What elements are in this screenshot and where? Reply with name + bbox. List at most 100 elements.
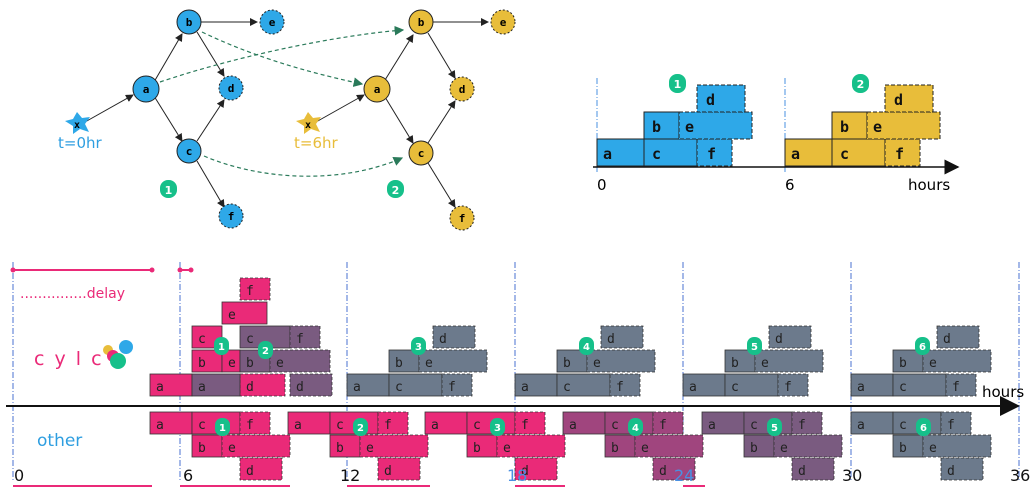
other-c4-e-label: e — [641, 441, 649, 456]
delay-label: ...............delay — [20, 286, 125, 302]
other-c1-c-label: c — [198, 418, 206, 433]
small-timeline: 0 6 hours a c f b e d 1 — [593, 74, 960, 194]
other-c2-b-label: b — [336, 441, 344, 456]
cylc-c3-a: a — [346, 373, 390, 397]
intercycle-edges — [159, 25, 405, 177]
small-badge-1-text: 1 — [674, 78, 682, 91]
cylc-c4-b-label: b — [563, 356, 571, 371]
other-c4-b-label: b — [611, 441, 619, 456]
cylc-c3-b-label: b — [395, 356, 403, 371]
graph1-node-e: e — [259, 9, 285, 35]
other-c1-d: d — [239, 457, 283, 481]
other-c6-e: e — [922, 434, 992, 458]
cylc-badge-3-text: 3 — [415, 342, 422, 353]
edge2-x-a — [315, 94, 365, 123]
graph2-node-d: d — [449, 76, 475, 102]
other-c1-b: b — [191, 434, 223, 458]
small-badge-1: 1 — [669, 74, 686, 93]
graph2-cycle-badge-text: 2 — [392, 184, 400, 197]
main-tick-18: 18 — [507, 466, 527, 485]
cylc-c1-e2-label: e — [228, 356, 236, 371]
other-badge-6-text: 6 — [920, 423, 927, 434]
other-c5-e: e — [773, 434, 843, 458]
cylc-logo-text: c y l c — [34, 348, 104, 370]
graph1-node-e-label: e — [269, 16, 276, 29]
cylc-badge-5-text: 5 — [751, 342, 758, 353]
small-c2-b — [831, 111, 868, 140]
other-c3-f-label: f — [521, 418, 529, 433]
other-c6-a: a — [850, 411, 894, 435]
other-c4-c-label: c — [611, 418, 619, 433]
other-c5-f: f — [791, 411, 823, 435]
cylc-c2-a: a — [191, 373, 241, 397]
cylc-c1-d: d — [239, 373, 286, 397]
cylc-c5-f-label: f — [784, 380, 792, 395]
cylc-c5-c: c — [724, 373, 779, 397]
other-badge-2: 2 — [353, 418, 368, 436]
other-c2-d: d — [377, 457, 421, 481]
graph2-node-e-label: e — [500, 16, 507, 29]
cylc-c4-f: f — [609, 373, 641, 397]
cylc-badge-6-text: 6 — [919, 342, 926, 353]
graph2-node-b-label: b — [418, 16, 425, 29]
cylc-c3-e: e — [418, 349, 488, 373]
cylc-c6-d: d — [936, 325, 980, 349]
cylc-c2-f-label: f — [296, 332, 304, 347]
graph2-node-c-label: c — [418, 147, 425, 160]
other-c3-c-label: c — [473, 418, 481, 433]
graph2-node-a: a — [363, 75, 391, 103]
cylc-badge-3: 3 — [411, 337, 426, 355]
graph1-node-d-label: d — [228, 82, 235, 95]
cylc-c6-f: f — [945, 373, 977, 397]
graph2-time-label: t=6hr — [294, 134, 339, 152]
other-c6-f: f — [940, 411, 972, 435]
cylc-c3-a-label: a — [353, 380, 361, 395]
other-c2-a-label: a — [294, 418, 302, 433]
other-c1-f-label: f — [246, 418, 254, 433]
cylc-c3-d-label: d — [439, 332, 447, 347]
cylc-c4-c: c — [556, 373, 611, 397]
graph-cycle-1: x t=0hr a b c d e f 1 — [58, 9, 405, 229]
cylc-c2-b-label: b — [246, 356, 254, 371]
small-badge-2-text: 2 — [857, 78, 865, 91]
main-tick-24: 24 — [674, 466, 694, 485]
cylc-c6-a-label: a — [857, 380, 865, 395]
main-tick-0: 0 — [14, 466, 24, 485]
other-c5-e-label: e — [780, 441, 788, 456]
cylc-logo-icon — [103, 340, 133, 369]
other-c4-d-label: d — [659, 464, 667, 479]
other-badge-5: 5 — [767, 418, 782, 436]
graph1-node-a: a — [132, 75, 160, 103]
main-tick-6: 6 — [183, 466, 193, 485]
small-c1-d-label: d — [706, 91, 715, 109]
other-c3-a: a — [424, 411, 468, 435]
other-c5-f-label: f — [798, 418, 806, 433]
cylc-c3-e-label: e — [425, 356, 433, 371]
cylc-c2-f: f — [289, 325, 321, 349]
edge2-a-b — [384, 34, 414, 81]
cylc-c4-a: a — [514, 373, 558, 397]
graph1-edges — [84, 18, 258, 208]
small-c2-c-label: c — [840, 145, 849, 163]
other-c5-b-label: b — [750, 441, 758, 456]
cylc-c6-a: a — [850, 373, 894, 397]
cylc-badge-2-text: 2 — [262, 346, 269, 357]
graph1-node-c: c — [176, 138, 202, 164]
cylc-c6-b-label: b — [899, 356, 907, 371]
cylc-c3-c: c — [388, 373, 443, 397]
other-badge-3: 3 — [490, 418, 505, 436]
small-c2-a-label: a — [791, 145, 800, 163]
edge2-b-d — [427, 32, 456, 79]
small-c1-labels: a c f b e d — [603, 91, 716, 163]
other-c3-b-label: b — [473, 441, 481, 456]
other-badge-6: 6 — [916, 418, 931, 436]
cylc-c1-d-label: d — [246, 380, 254, 395]
cylc-c1-b-label: b — [198, 356, 206, 371]
cylc-c5-b-label: b — [731, 356, 739, 371]
other-c4-e: e — [634, 434, 704, 458]
cylc-c4-a-label: a — [521, 380, 529, 395]
other-c4-f: f — [652, 411, 684, 435]
cylc-c5-a: a — [682, 373, 726, 397]
small-c2-e-label: e — [873, 118, 882, 136]
